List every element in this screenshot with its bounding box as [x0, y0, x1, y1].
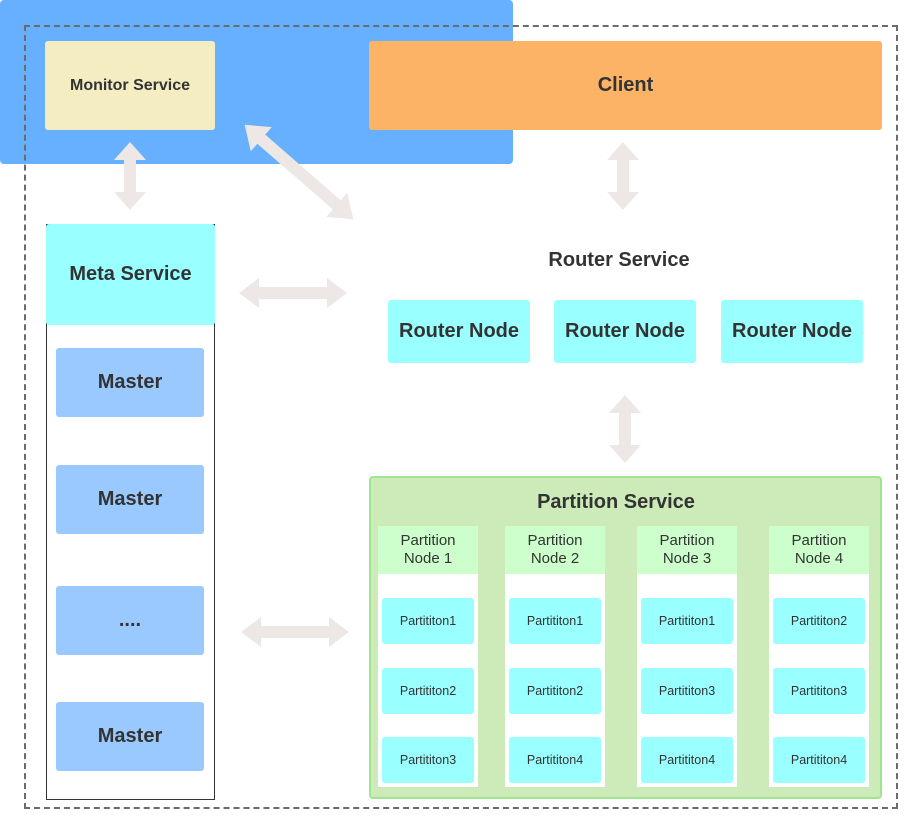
partition-node-header: Partition Node 2 [505, 526, 605, 574]
partition-item: Partititon3 [382, 737, 474, 783]
router-node: Router Node [388, 300, 530, 363]
router-node: Router Node [721, 300, 863, 363]
arrow-monitor-meta [114, 142, 146, 210]
partition-service-title: Partition Service [537, 491, 695, 513]
master-node: Master [56, 465, 204, 534]
client-box: Client [369, 41, 882, 130]
arrow-monitor-router [244, 124, 354, 220]
master-node-ellipsis: .... [56, 586, 204, 655]
partition-node-header: Partition Node 3 [637, 526, 737, 574]
partition-item: Partititon1 [509, 598, 601, 644]
master-node: Master [56, 348, 204, 417]
arrow-meta-partition [241, 617, 349, 647]
master-node: Master [56, 702, 204, 771]
arrow-client-router [607, 142, 639, 210]
router-service-title: Router Service [548, 249, 690, 271]
partition-item: Partititon4 [773, 737, 865, 783]
partition-item: Partititon1 [382, 598, 474, 644]
partition-item: Partititon1 [641, 598, 733, 644]
partition-item: Partititon3 [773, 668, 865, 714]
monitor-service-box: Monitor Service [45, 41, 215, 130]
diagram-frame [24, 25, 898, 809]
partition-item: Partititon4 [641, 737, 733, 783]
partition-item: Partititon2 [509, 668, 601, 714]
partition-item: Partititon2 [773, 598, 865, 644]
partition-item: Partititon4 [509, 737, 601, 783]
router-node: Router Node [554, 300, 696, 363]
arrow-meta-router [239, 278, 347, 308]
partition-item: Partititon3 [641, 668, 733, 714]
arrow-router-partition [609, 395, 641, 463]
partition-item: Partititon2 [382, 668, 474, 714]
partition-node-header: Partition Node 1 [378, 526, 478, 574]
meta-service-title: Meta Service [46, 224, 215, 325]
partition-node-header: Partition Node 4 [769, 526, 869, 574]
